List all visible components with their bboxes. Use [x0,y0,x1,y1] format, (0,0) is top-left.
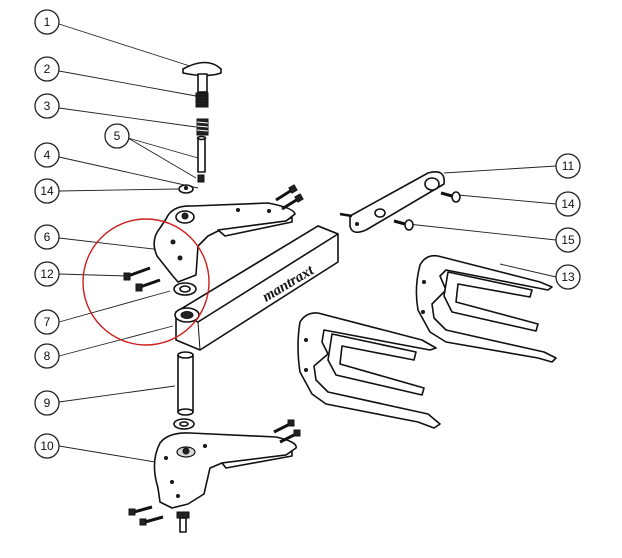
svg-text:4: 4 [44,148,51,162]
callout-4: 4 [34,142,60,168]
part-9-tube [177,351,194,416]
svg-text:10: 10 [40,439,54,453]
part-2-threaded-stud [195,92,209,108]
upper-bracket [153,202,296,283]
svg-text:2: 2 [44,62,51,76]
svg-text:11: 11 [562,159,575,173]
callout-8: 8 [34,343,60,369]
part-15-screw [393,219,414,231]
part-13-buckle-frame-front [297,312,441,429]
bottom-washer [173,418,195,430]
part-14-washer-left [178,184,194,194]
part-14-screw-right [440,191,461,203]
callout-11: 11 [555,153,581,179]
callout-5: 5 [104,123,130,149]
svg-text:3: 3 [44,99,51,113]
screws-upper-bracket [275,184,304,211]
callout-3: 3 [34,93,60,119]
callout-1: 1 [34,9,60,35]
svg-text:14: 14 [561,197,575,211]
part-3-spring [196,118,209,136]
svg-text:7: 7 [44,315,51,329]
svg-text:8: 8 [44,349,51,363]
leader-lines [58,23,557,463]
svg-text:15: 15 [561,233,575,247]
screws-lower-bracket [128,419,301,533]
part-7-washer [173,282,197,296]
callout-13: 13 [555,264,581,290]
callout-15: 15 [555,227,581,253]
svg-text:13: 13 [561,270,575,284]
callout-7: 7 [34,309,60,335]
callout-14-left: 14 [34,178,60,204]
svg-text:1: 1 [44,15,51,29]
part-12-screws [123,266,161,292]
callout-9: 9 [34,390,60,416]
callout-10: 10 [34,433,60,459]
callout-6: 6 [34,224,60,250]
part-10-lower-bracket [153,432,297,509]
part-11-plate [339,171,445,234]
svg-text:5: 5 [114,129,121,143]
svg-text:6: 6 [44,230,51,244]
part-5-long-pin [196,135,207,173]
part-13-buckle-frame-back [415,254,557,363]
svg-text:12: 12 [40,267,54,281]
callout-12: 12 [34,261,60,287]
callout-2: 2 [34,56,60,82]
part-1-bolt-head [182,61,222,93]
svg-text:9: 9 [44,396,51,410]
svg-text:14: 14 [40,184,54,198]
highlight-circle [82,218,210,346]
part-4-small-nut [197,174,205,183]
callout-14-right: 14 [555,191,581,217]
